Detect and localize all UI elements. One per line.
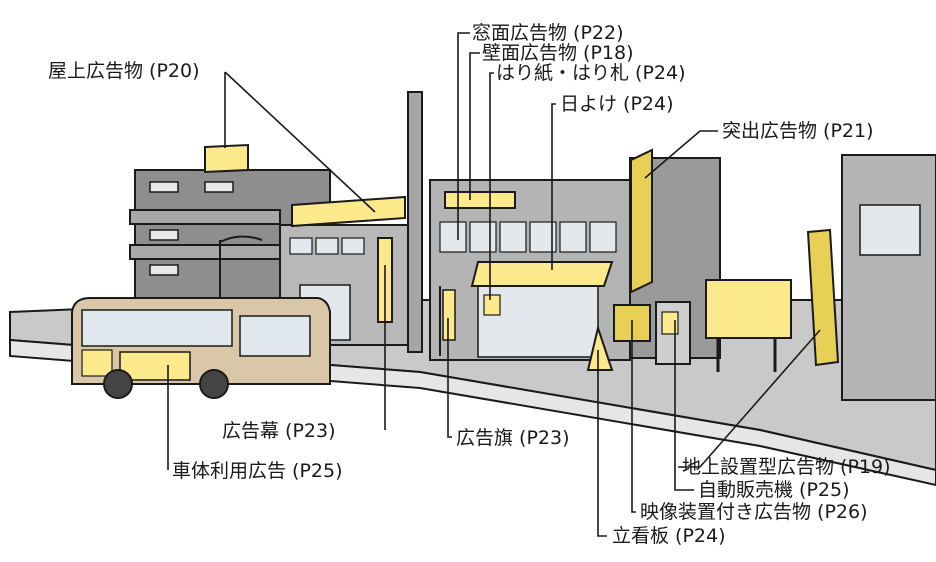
pylon-sign — [806, 228, 840, 367]
wall-sign — [291, 195, 406, 228]
leader-lines — [167, 32, 821, 537]
label-window-ad: 窓面広告物 (P22) — [472, 22, 624, 44]
label-flag: 広告旗 (P23) — [456, 427, 570, 449]
label-standing-board: 立看板 (P24) — [612, 525, 726, 547]
bus-side-ad — [119, 351, 191, 381]
label-banner: 広告幕 (P23) — [222, 420, 336, 442]
window-ad — [444, 191, 516, 209]
awning — [470, 261, 614, 287]
advertising-flag — [442, 289, 456, 341]
label-wall-ad: 壁面広告物 (P18) — [482, 42, 634, 64]
label-projecting-ad: 突出広告物 (P21) — [722, 120, 874, 142]
utility-pole — [407, 91, 423, 353]
standing-board — [586, 324, 614, 371]
projecting-sign — [630, 148, 653, 294]
bus — [71, 297, 331, 399]
label-vending-machine: 自動販売機 (P25) — [698, 479, 850, 501]
label-vehicle-ad: 車体利用広告 (P25) — [172, 460, 343, 482]
label-video-ad: 映像装置付き広告物 (P26) — [640, 501, 868, 523]
label-awning: 日よけ (P24) — [560, 93, 674, 115]
paper-poster — [483, 294, 501, 316]
right-building — [841, 154, 936, 401]
label-poster: はり紙・はり札 (P24) — [496, 62, 686, 84]
rooftop-sign — [204, 143, 249, 174]
label-ground-ad: 地上設置型広告物 (P19) — [682, 456, 891, 478]
ground-billboard — [705, 279, 792, 339]
label-rooftop-ad: 屋上広告物 (P20) — [48, 60, 200, 82]
